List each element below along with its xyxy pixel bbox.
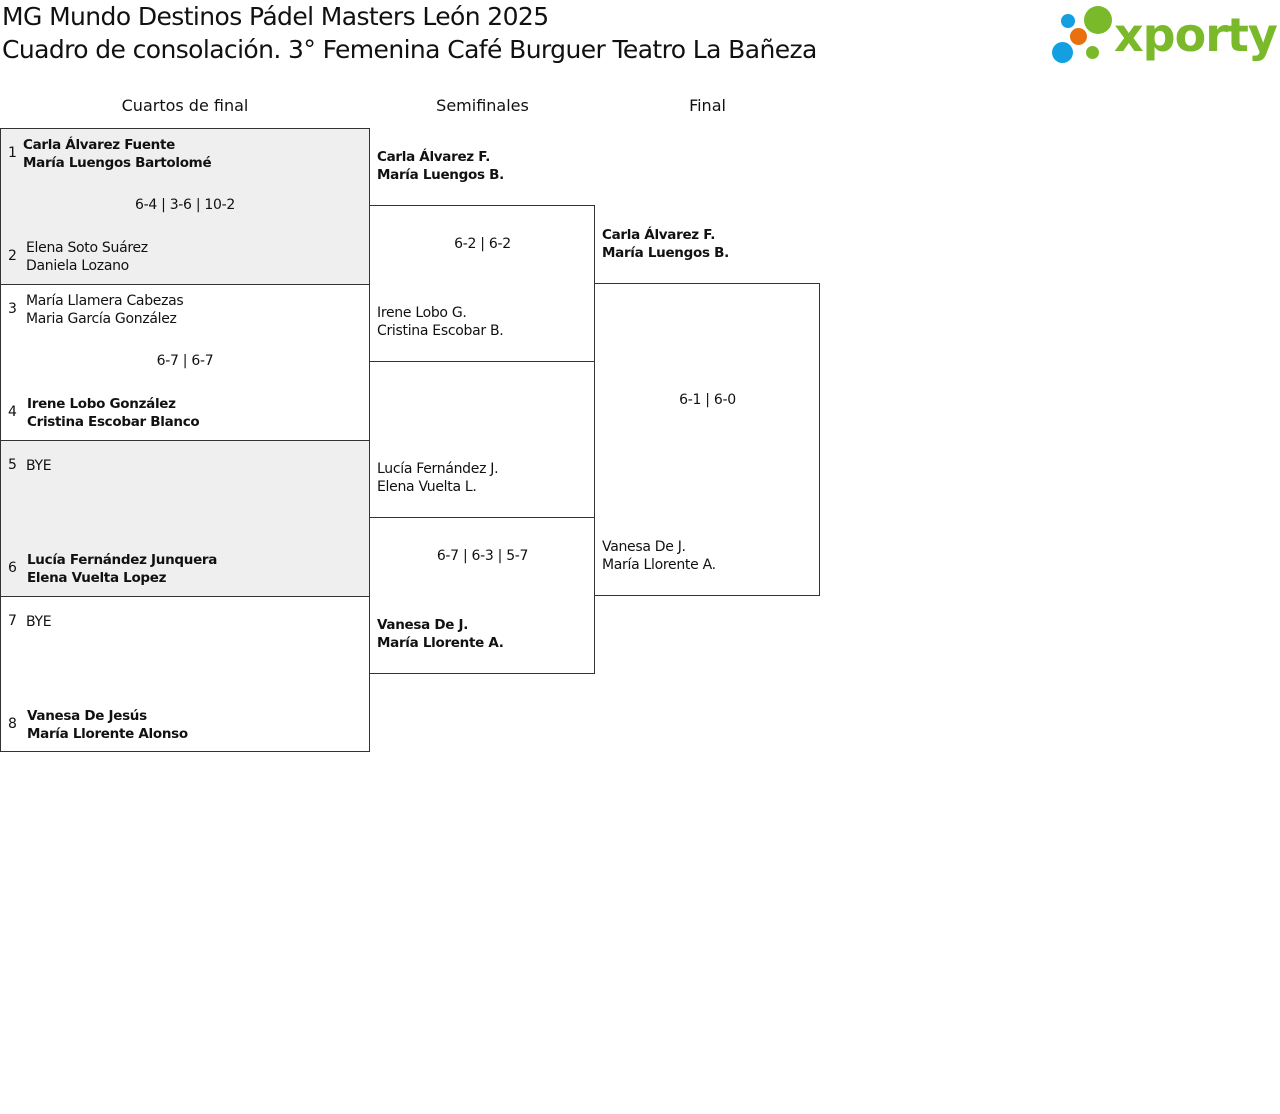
seed: 2: [8, 248, 17, 264]
page-subtitle: Cuadro de consolación. 3° Femenina Café …: [2, 35, 817, 64]
match-score: 6-7 | 6-3 | 5-7: [436, 548, 529, 564]
player-name: María Llorente Alonso: [27, 726, 188, 742]
seed: 8: [8, 716, 17, 732]
seed: 7: [8, 613, 17, 629]
player-name: Cristina Escobar Blanco: [27, 414, 200, 430]
player-name: Vanesa De J.: [377, 617, 469, 633]
team[interactable]: Vanesa De J. María Llorente A.: [602, 538, 716, 574]
seed: 6: [8, 560, 17, 576]
logo-dot-icon: [1086, 46, 1099, 59]
logo-dot-icon: [1052, 42, 1073, 63]
player-name: María Luengos B.: [377, 167, 504, 183]
match-score: 6-7 | 6-7: [156, 353, 214, 369]
logo-dot-icon: [1061, 14, 1075, 28]
match-score: 6-4 | 3-6 | 10-2: [135, 197, 235, 213]
team[interactable]: Irene Lobo G. Cristina Escobar B.: [377, 304, 504, 340]
seed: 3: [8, 301, 17, 317]
match-box: [594, 283, 820, 596]
logo-dot-icon: [1084, 6, 1112, 34]
team-bye: BYE: [26, 458, 52, 474]
player-name: Elena Soto Suárez: [26, 240, 148, 256]
match-box: [0, 440, 370, 597]
page-title: MG Mundo Destinos Pádel Masters León 202…: [2, 2, 549, 31]
player-name: Carla Álvarez F.: [602, 227, 716, 243]
player-name: Daniela Lozano: [26, 258, 129, 274]
seed: 1: [8, 145, 17, 161]
match-box: [0, 596, 370, 752]
team-winner[interactable]: Carla Álvarez F. María Luengos B.: [377, 148, 504, 184]
player-name: Elena Vuelta L.: [377, 479, 477, 495]
player-name: María Llorente A.: [602, 557, 716, 573]
player-name: Vanesa De J.: [602, 539, 686, 555]
player-name: María Luengos B.: [602, 245, 729, 261]
match-score: 6-1 | 6-0: [679, 392, 736, 408]
player-name: Lucía Fernández J.: [377, 461, 499, 477]
player-name: Maria García González: [26, 311, 177, 327]
round-header: Cuartos de final: [121, 96, 249, 115]
player-name: Cristina Escobar B.: [377, 323, 504, 339]
round-header: Semifinales: [436, 96, 529, 115]
player-name: Carla Álvarez Fuente: [23, 137, 176, 153]
team-winner[interactable]: Carla Álvarez F. María Luengos B.: [602, 226, 729, 262]
player-name: María Llamera Cabezas: [26, 293, 184, 309]
player-name: Irene Lobo G.: [377, 305, 467, 321]
player-name: María Llorente A.: [377, 635, 504, 651]
player-name: María Luengos Bartolomé: [23, 155, 212, 171]
player-name: Elena Vuelta Lopez: [27, 570, 167, 586]
team[interactable]: Lucía Fernández J. Elena Vuelta L.: [377, 460, 499, 496]
seed: 4: [8, 404, 17, 420]
match-box: [0, 128, 370, 285]
match-score: 6-2 | 6-2: [454, 236, 511, 252]
team-bye: BYE: [26, 614, 52, 630]
team-winner[interactable]: Vanesa De J. María Llorente A.: [377, 616, 504, 652]
player-name: Vanesa De Jesús: [27, 708, 147, 724]
player-name: Carla Álvarez F.: [377, 149, 491, 165]
round-header: Final: [689, 96, 726, 115]
seed: 5: [8, 457, 17, 473]
xporty-logo: xporty: [1050, 4, 1280, 68]
logo-dot-icon: [1070, 28, 1087, 45]
player-name: Irene Lobo González: [27, 396, 176, 412]
player-name: Lucía Fernández Junquera: [27, 552, 218, 568]
